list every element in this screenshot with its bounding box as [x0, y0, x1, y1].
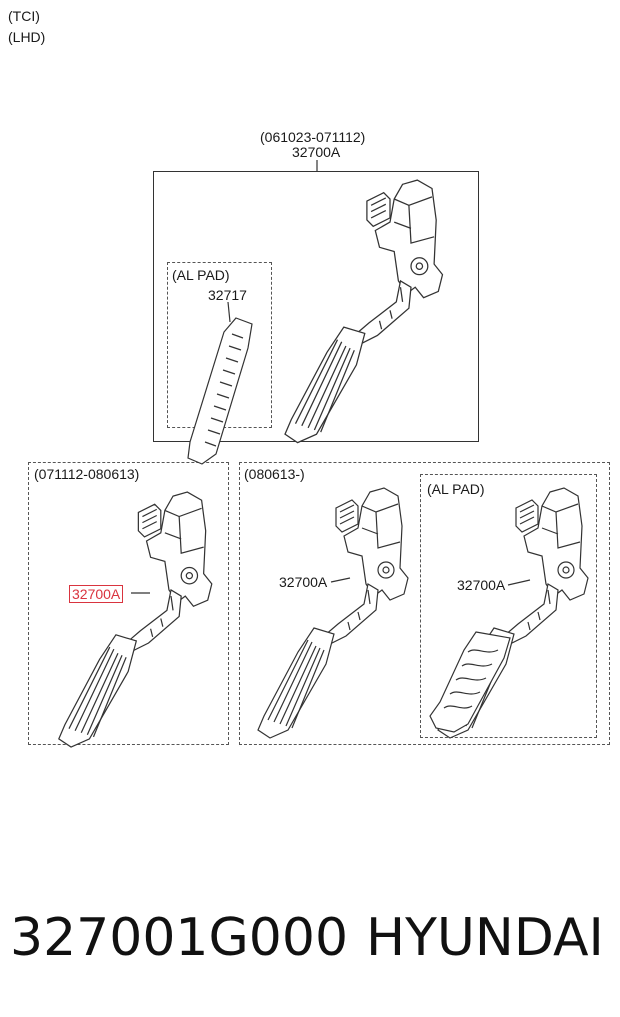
right-inset-label: (AL PAD) — [427, 481, 485, 497]
right-inset-box — [420, 474, 597, 738]
right-inset-part: 32700A — [457, 577, 506, 593]
header-lhd: (LHD) — [8, 29, 46, 45]
right-group-box — [239, 462, 610, 745]
right-part-label: 32700A — [279, 574, 328, 590]
top-group-box — [153, 171, 479, 442]
top-part-label: 32700A — [292, 144, 341, 160]
left-part-label-highlighted[interactable]: 32700A — [69, 585, 124, 603]
header-tci: (TCI) — [8, 8, 40, 24]
top-inset-part: 32717 — [208, 287, 247, 303]
top-range-label: (061023-071112) — [260, 129, 366, 145]
left-group-box — [28, 462, 229, 745]
footer-part-number: 327001G000 — [10, 908, 349, 968]
top-inset-label: (AL PAD) — [172, 267, 230, 283]
right-range-label: (080613-) — [244, 466, 305, 482]
footer-brand: HYUNDAI — [366, 908, 604, 968]
left-range-label: (071112-080613) — [34, 466, 140, 482]
